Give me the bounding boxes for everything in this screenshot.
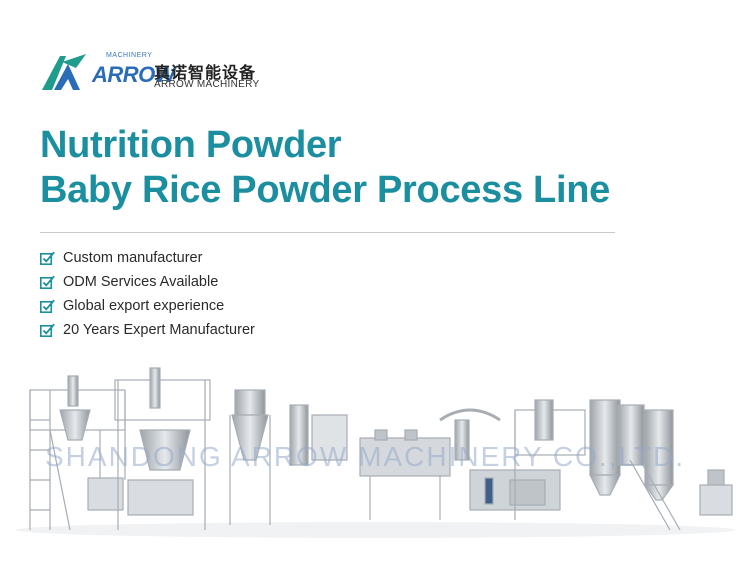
logo-machinery-text: MACHINERY xyxy=(106,52,153,59)
checkbox-check-icon xyxy=(40,299,55,313)
floor-shadow xyxy=(15,522,735,538)
process-line-machinery-illustration xyxy=(15,367,735,538)
arrow-logo-icon xyxy=(42,54,86,90)
feature-label: Global export experience xyxy=(63,298,225,314)
title-line-2: Baby Rice Powder Process Line xyxy=(40,169,610,211)
page-title: Nutrition Powder Baby Rice Powder Proces… xyxy=(40,123,610,213)
feature-label: 20 Years Expert Manufacturer xyxy=(63,322,255,338)
feature-label: ODM Services Available xyxy=(63,274,219,290)
cyclone-and-mill xyxy=(229,389,348,525)
checkbox-check-icon xyxy=(40,251,55,265)
feature-item: ODM Services Available xyxy=(40,270,255,294)
feature-label: Custom manufacturer xyxy=(63,250,203,266)
logo-english-name: ARROW MACHINERY xyxy=(154,79,260,90)
divider xyxy=(40,232,615,233)
feature-list: Custom manufacturer ODM Services Availab… xyxy=(40,246,255,342)
feature-item: Custom manufacturer xyxy=(40,246,255,270)
checkbox-check-icon xyxy=(40,323,55,337)
mixing-tower-left xyxy=(29,375,126,531)
title-line-1: Nutrition Powder xyxy=(40,124,342,166)
brand-logo: MACHINERY ARROW 真诺智能设备 ARROW MACHINERY xyxy=(40,50,270,94)
logo-wordmark: ARROW xyxy=(92,62,176,87)
company-watermark: SHANDONG ARROW MACHINERY CO.,LTD. xyxy=(45,441,686,472)
feature-item: 20 Years Expert Manufacturer xyxy=(40,318,255,342)
logo-chinese-name: 真诺智能设备 xyxy=(154,65,257,82)
checkbox-check-icon xyxy=(40,275,55,289)
silo-tower xyxy=(114,367,211,530)
storage-silos-right xyxy=(514,399,733,531)
feature-item: Global export experience xyxy=(40,294,255,318)
